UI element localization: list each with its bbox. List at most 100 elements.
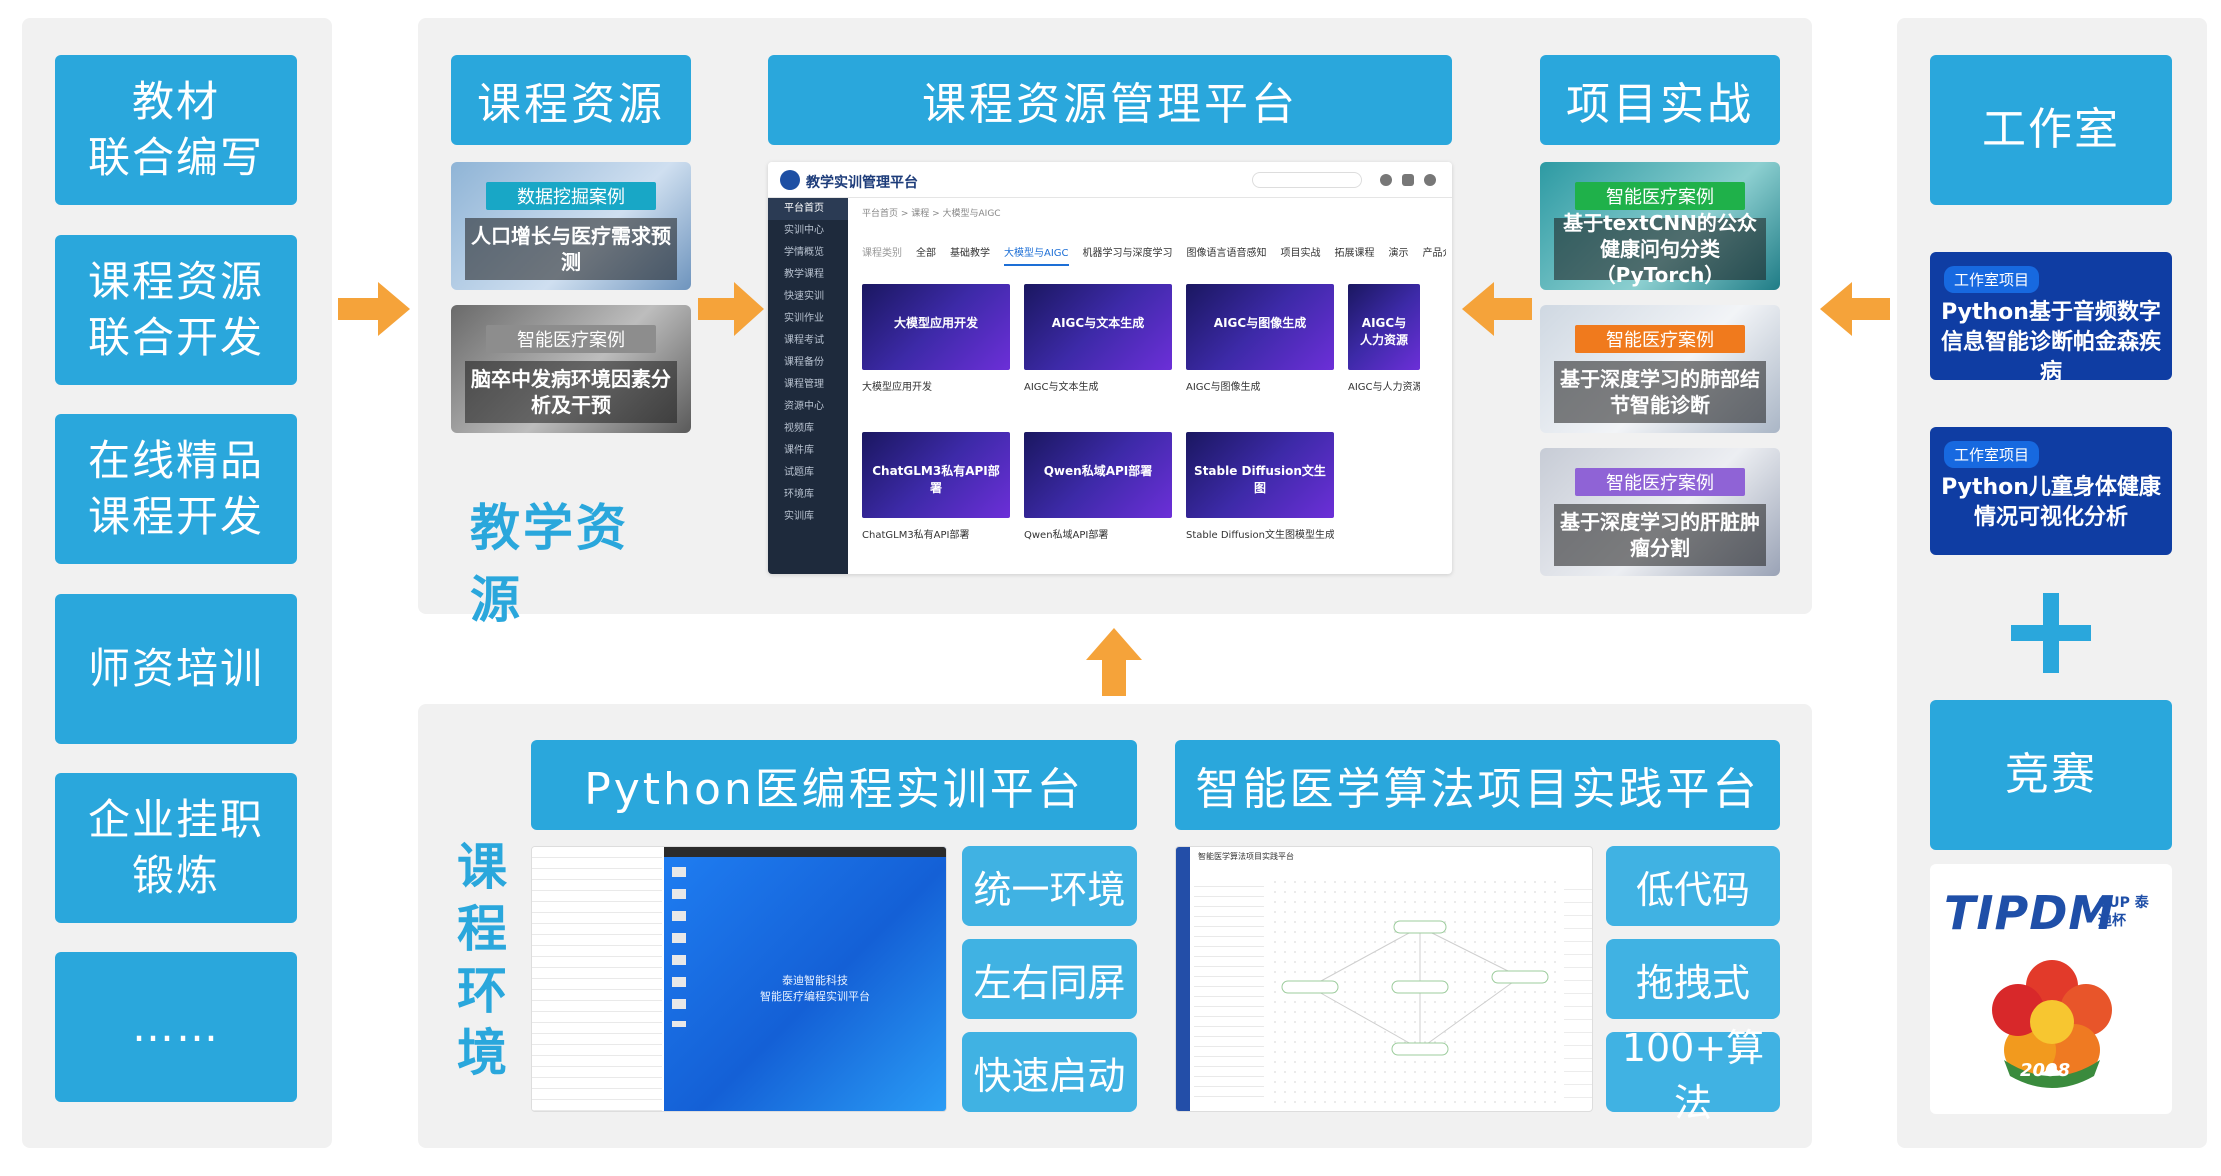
resource-card-1[interactable]: 数据挖掘案例 人口增长与医疗需求预测 (451, 162, 691, 290)
course-tile[interactable]: Qwen私域API部署 (1024, 432, 1172, 518)
screenshot-tab[interactable]: 基础教学 (950, 248, 990, 259)
studio-project-title: Python儿童身体健康情况可视化分析 (1941, 475, 2161, 530)
screenshot-nav-item[interactable]: 环境库 (784, 489, 814, 500)
screenshot-tab[interactable]: 产品介绍视频 (1422, 248, 1446, 259)
course-tile-caption: Qwen私域API部署 (1024, 530, 1109, 541)
screenshot-nav-item[interactable]: 课程管理 (784, 379, 824, 390)
course-tile[interactable]: Stable Diffusion文生图 (1186, 432, 1334, 518)
algo-shot-title: 智能医学算法项目实践平台 (1198, 852, 1294, 861)
screenshot-nav-item[interactable]: 课件库 (784, 445, 814, 456)
studio-project-title: Python基于音频数字信息智能诊断帕金森疾病 (1940, 300, 2161, 380)
tipdm-year: 2008 (2020, 1060, 2071, 1081)
screenshot-topbar: 教学实训管理平台 (768, 162, 1452, 198)
course-tile[interactable]: AIGC与文本生成 (1024, 284, 1172, 370)
screenshot-nav-item[interactable]: 试题库 (784, 467, 814, 478)
course-resources-header: 课程资源 (451, 55, 691, 145)
screenshot-tab[interactable]: 拓展课程 (1334, 248, 1375, 259)
screenshot-nav-item[interactable]: 课程考试 (784, 335, 824, 346)
screenshot-nav-item[interactable]: 课程备份 (784, 357, 824, 368)
project-header: 项目实战 (1540, 55, 1780, 145)
screenshot-nav-item[interactable]: 学情概览 (784, 247, 824, 258)
screenshot-tab[interactable]: 大模型与AIGC (1004, 244, 1069, 266)
resource-card-title: 人口增长与医疗需求预测 (465, 218, 677, 280)
course-tile-title: 大模型应用开发 (893, 316, 978, 330)
studio-project-card-2[interactable]: 工作室项目 Python儿童身体健康情况可视化分析 (1930, 427, 2172, 555)
feature-drag-drop: 拖拽式 (1606, 939, 1780, 1019)
screenshot-nav-item[interactable]: 实训作业 (784, 313, 824, 324)
message-icon[interactable] (1424, 174, 1436, 186)
course-tile-caption: AIGC与文本生成 (1024, 382, 1099, 393)
code-instructions-pane (532, 847, 662, 1111)
platform-header: 课程资源管理平台 (768, 55, 1452, 145)
screenshot-tab[interactable]: 全部 (916, 248, 936, 259)
screenshot-tab[interactable]: 项目实战 (1280, 248, 1321, 259)
screenshot-nav-item[interactable]: 视频库 (784, 423, 814, 434)
arrow-left-to-center (338, 282, 410, 336)
bell-icon[interactable] (1402, 174, 1414, 186)
resource-card-title: 脑卒中发病环境因素分析及干预 (465, 361, 677, 423)
project-card-tag: 智能医疗案例 (1575, 325, 1745, 353)
project-card-title: 基于深度学习的肝脏肿瘤分割 (1554, 504, 1766, 566)
screenshot-nav-item[interactable]: 平台首页 (768, 198, 848, 220)
algo-properties (1564, 877, 1592, 1103)
left-item-1: 教材 联合编写 (55, 55, 297, 205)
plus-icon (2011, 593, 2091, 673)
screenshot-nav-item[interactable]: 快速实训 (784, 291, 824, 302)
studio-project-tag: 工作室项目 (1944, 441, 2040, 468)
feature-split-screen: 左右同屏 (962, 939, 1137, 1019)
course-tile[interactable]: AIGC与图像生成 (1186, 284, 1334, 370)
screenshot-nav-item[interactable]: 资源中心 (784, 401, 824, 412)
course-tile-caption: ChatGLM3私有API部署 (862, 530, 970, 541)
course-tile-title: AIGC与图像生成 (1213, 316, 1307, 330)
app-title: 教学实训管理平台 (806, 175, 918, 191)
screenshot-nav-item[interactable]: 实训库 (784, 511, 814, 522)
studio-project-card-1[interactable]: 工作室项目 Python基于音频数字信息智能诊断帕金森疾病 (1930, 252, 2172, 380)
arrow-env-to-teaching (1086, 628, 1142, 696)
feature-100-algorithms: 100+算法 (1606, 1026, 1780, 1125)
course-tile[interactable]: AIGC与人力资源 (1348, 284, 1420, 370)
python-platform-header: Python医编程实训平台 (531, 740, 1137, 830)
screenshot-tab[interactable]: 机器学习与深度学习 (1082, 248, 1173, 259)
course-tile-title: ChatGLM3私有API部署 (872, 464, 1000, 495)
python-platform-screenshot: 泰迪智能科技 智能医疗编程实训平台 (531, 846, 947, 1112)
screenshot-sidebar: 平台首页实训中心学情概览教学课程快速实训实训作业课程考试课程备份课程管理资源中心… (768, 198, 848, 574)
screenshot-search-input[interactable] (1252, 172, 1362, 188)
platform-screenshot: 教学实训管理平台 平台首页实训中心学情概览教学课程快速实训实训作业课程考试课程备… (768, 162, 1452, 574)
resource-card-2[interactable]: 智能医疗案例 脑卒中发病环境因素分析及干预 (451, 305, 691, 433)
screenshot-nav-item[interactable]: 教学课程 (784, 269, 824, 280)
algo-sidebar (1176, 847, 1190, 1111)
feature-quick-start: 快速启动 (962, 1032, 1137, 1112)
project-card-3[interactable]: 智能医疗案例 基于深度学习的肝脏肿瘤分割 (1540, 448, 1780, 576)
project-card-2[interactable]: 智能医疗案例 基于深度学习的肺部结节智能诊断 (1540, 305, 1780, 433)
tipdm-logo-card: TIPDM CUP 泰迪杯 2008 (1930, 864, 2172, 1114)
competition-box: 竞赛 (1930, 700, 2172, 850)
tipdm-flower-emblem (1992, 960, 2112, 1088)
screenshot-nav-item[interactable]: 实训中心 (784, 225, 824, 236)
help-icon[interactable] (1380, 174, 1392, 186)
project-card-tag: 智能医疗案例 (1575, 468, 1745, 496)
course-tile[interactable]: ChatGLM3私有API部署 (862, 432, 1010, 518)
feature-unified-env: 统一环境 (962, 846, 1137, 926)
project-card-title: 基于深度学习的肺部结节智能诊断 (1554, 361, 1766, 423)
project-card-title: 基于textCNN的公众健康问句分类（PyTorch） (1554, 211, 1766, 287)
teaching-section-title: 教学资源 (470, 499, 629, 629)
screenshot-tabs: 课程类别 全部 基础教学 大模型与AIGC 机器学习与深度学习 图像语言语音感知 项目实战 拓… (862, 244, 1446, 266)
algo-tree (1194, 877, 1264, 1103)
project-card-tag: 智能医疗案例 (1575, 182, 1745, 210)
course-tile-caption: 大模型应用开发 (862, 382, 932, 393)
course-tile-title: AIGC与文本生成 (1051, 316, 1145, 330)
studio-box: 工作室 (1930, 55, 2172, 205)
algo-flow-diagram (1281, 920, 1549, 1056)
resource-card-tag: 智能医疗案例 (486, 325, 656, 353)
course-tile[interactable]: 大模型应用开发 (862, 284, 1010, 370)
course-tile-caption: AIGC与人力资源管理 (1348, 382, 1420, 393)
screenshot-tab[interactable]: 课程类别 (862, 248, 902, 259)
project-card-1[interactable]: 智能医疗案例 基于textCNN的公众健康问句分类（PyTorch） (1540, 162, 1780, 290)
desktop-pane: 泰迪智能科技 智能医疗编程实训平台 (664, 847, 946, 1111)
screenshot-tab[interactable]: 图像语言语音感知 (1186, 248, 1267, 259)
python-shot-caption: 泰迪智能科技 智能医疗编程实训平台 (760, 974, 870, 1003)
studio-project-tag: 工作室项目 (1944, 266, 2040, 293)
arrow-resources-to-platform (698, 282, 764, 336)
screenshot-tab[interactable]: 演示 (1388, 248, 1409, 259)
app-logo-icon (780, 170, 800, 190)
